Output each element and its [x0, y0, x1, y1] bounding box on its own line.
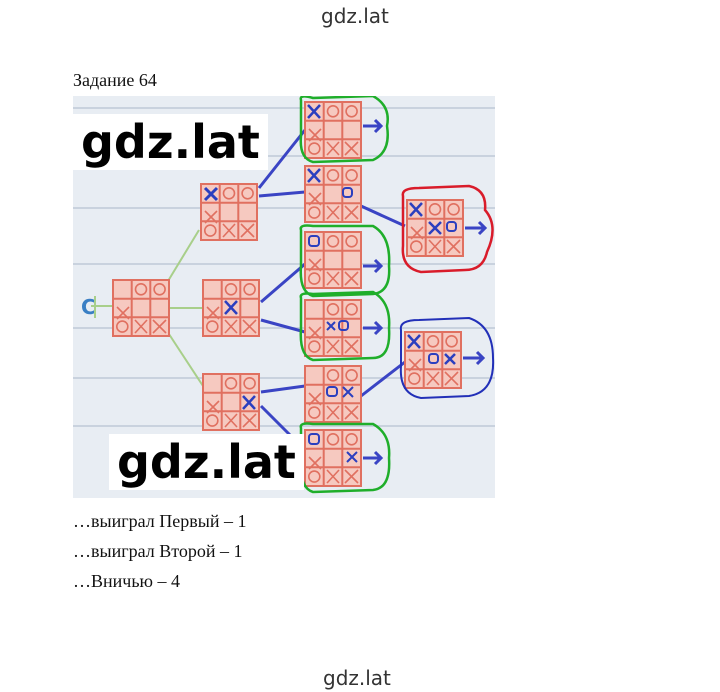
board-l2-3 — [304, 231, 362, 289]
branch-connectors — [257, 129, 406, 452]
watermark-bottom: gdz.lat — [323, 666, 391, 690]
watermark-top: gdz.lat — [321, 4, 389, 28]
draw-circle — [299, 224, 391, 298]
start-label: C — [81, 295, 96, 319]
tree-connectors — [91, 229, 204, 387]
mark-x — [203, 186, 219, 202]
task-title: Задание 64 — [73, 70, 157, 90]
game-tree-figure: C — [73, 96, 495, 498]
answer-first-wins: …выиграл Первый – 1 — [73, 511, 247, 531]
root-board — [112, 279, 170, 337]
answer-draw: …Вничью – 4 — [73, 571, 180, 591]
second-wins-circle — [399, 316, 495, 400]
answers-list: …выиграл Первый – 1 …выиграл Второй – 1 … — [73, 508, 246, 598]
mark-x — [224, 300, 238, 315]
first-wins-circle — [401, 184, 494, 274]
answer-second-wins: …выиграл Второй – 1 — [73, 541, 243, 561]
figure-watermark-bottom: gdz.lat — [109, 434, 304, 490]
figure-watermark-top: gdz.lat — [73, 114, 268, 170]
draw-circle — [299, 290, 391, 362]
draw-circle — [299, 422, 391, 494]
game-tree-diagram: C — [73, 96, 495, 494]
mark-x — [242, 395, 256, 410]
draw-circle — [299, 96, 389, 164]
draw-outlines — [299, 96, 391, 494]
board-l2-5 — [304, 365, 362, 423]
outcome-arrows — [363, 118, 488, 466]
